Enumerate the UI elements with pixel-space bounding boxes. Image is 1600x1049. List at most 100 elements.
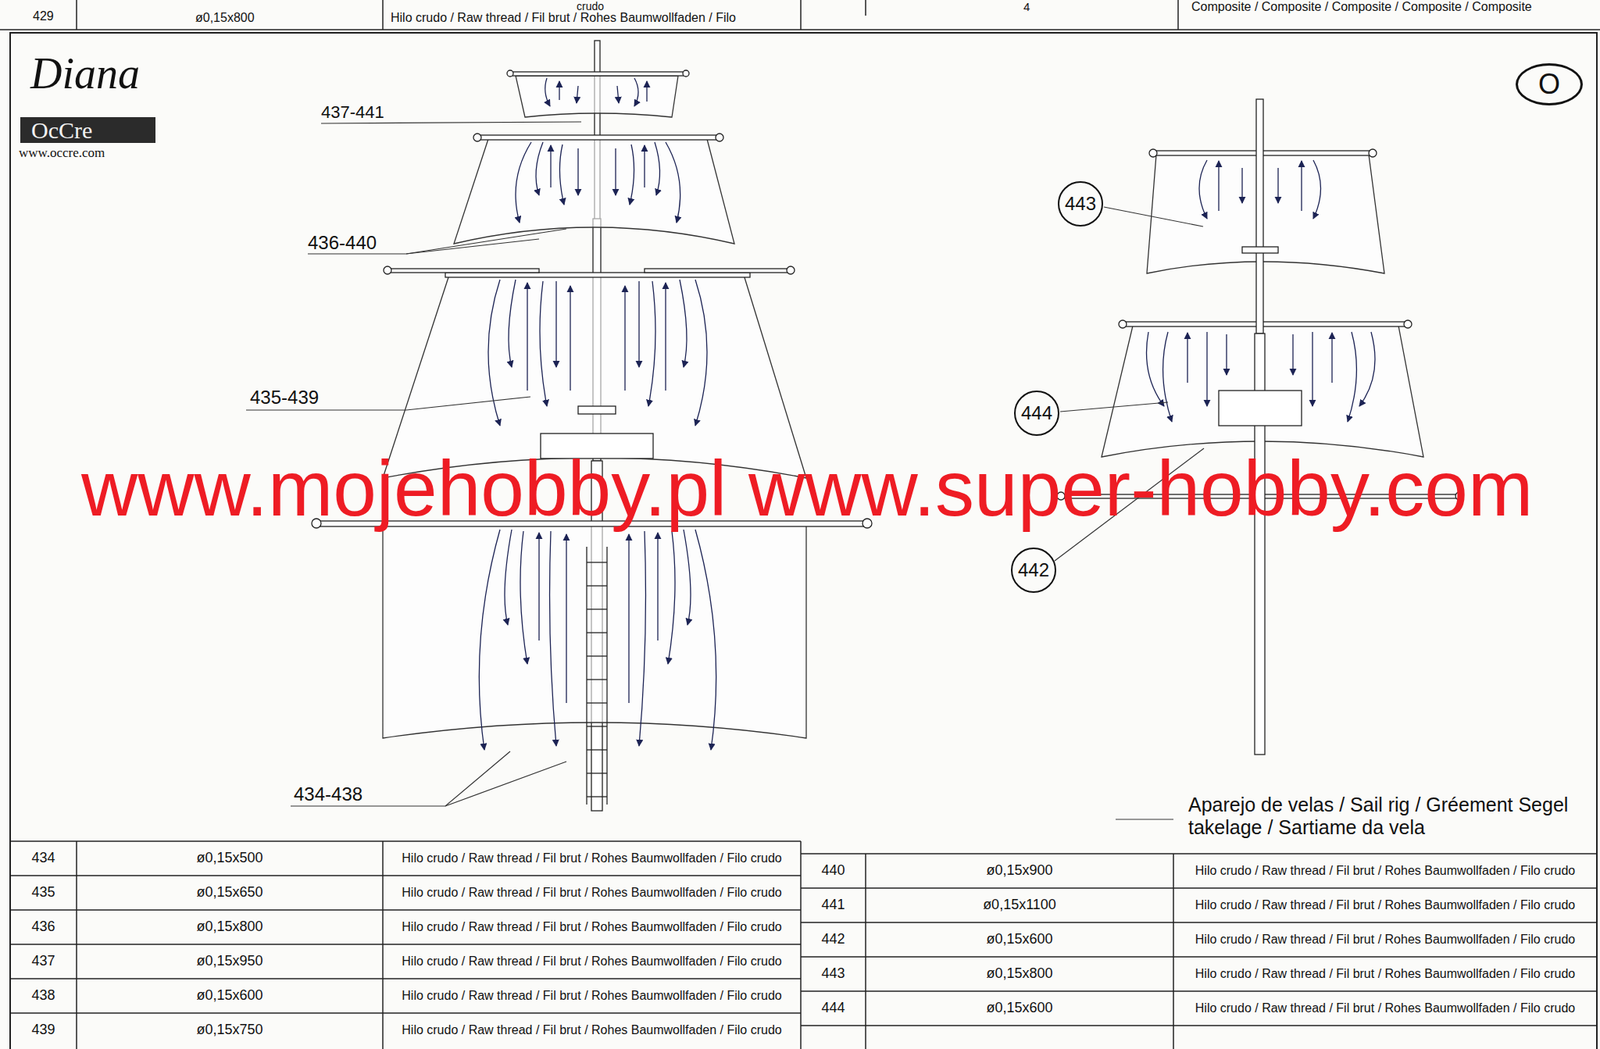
sail-rig-line [550, 145, 551, 188]
table-cell: ø0,15x750 [76, 1013, 383, 1048]
sail-rig-line [1146, 332, 1165, 407]
sail-rig-line [565, 534, 567, 704]
callout-number: 444 [1021, 402, 1053, 425]
sail-rig-line [535, 142, 543, 196]
page-mark-oval: O [1515, 63, 1583, 106]
table-cell: ø0,15x600 [865, 991, 1174, 1026]
table-grid [800, 0, 802, 30]
sail-rig-line [1359, 332, 1375, 407]
sail-rig-line [657, 532, 658, 641]
leader-line [290, 751, 511, 807]
sail-outline [515, 75, 679, 118]
sail-rig-line [624, 285, 625, 391]
callout-number: O [1538, 67, 1561, 101]
sail-rig-line [1331, 332, 1333, 383]
sail-rig-line [695, 279, 708, 426]
yard-arm [1218, 390, 1302, 426]
table-grid [75, 841, 78, 1049]
sail-rig-line [1217, 160, 1219, 211]
sail-outline [453, 139, 735, 244]
table-grid [800, 990, 1597, 993]
table-cell: 429 [32, 9, 54, 24]
table-cell: Hilo crudo / Raw thread / Fil brut / Roh… [1173, 957, 1597, 992]
yard-arm [311, 70, 1464, 755]
table-cell: 438 [10, 978, 77, 1014]
table-cell: Hilo crudo / Raw thread / Fil brut / Roh… [382, 910, 801, 945]
table-grid [800, 956, 1597, 958]
sail-rig-line [1206, 332, 1208, 407]
callout-circle: 442 [1010, 547, 1057, 593]
table-grid [800, 887, 1597, 890]
table-cell: 442 [800, 922, 866, 958]
sail-rig-line [488, 279, 500, 426]
table-grid [75, 0, 78, 30]
sail-rig-line [1292, 334, 1293, 375]
sail-rig-line [538, 532, 540, 641]
table-cell: 444 [800, 991, 866, 1026]
table-grid [10, 909, 801, 911]
sail-rig-line [629, 144, 635, 205]
ladder [586, 585, 608, 586]
sail-rig-line [1186, 332, 1188, 383]
table-cell: 441 [800, 888, 866, 923]
table-cell: Hilo crudo / Raw thread / Fil brut / Roh… [382, 978, 801, 1014]
table-cell: 437 [10, 944, 77, 979]
ladder [586, 678, 608, 680]
yard-arm [1122, 321, 1408, 327]
yard-arm [383, 266, 392, 275]
ladder [586, 546, 608, 805]
table-cell: Hilo crudo / Raw thread / Fil brut / Roh… [382, 1013, 801, 1048]
table-cell: ø0,15x1100 [865, 888, 1174, 923]
legend-text: Aparejo de velas / Sail rig / Gréement S… [1188, 793, 1595, 840]
sail-rig-line [648, 281, 656, 407]
table-cell: Hilo crudo / Raw thread / Fil brut / Roh… [1173, 991, 1597, 1026]
table-cell: Hilo crudo / Raw thread / Fil brut / Roh… [1173, 922, 1597, 958]
table-cell: ø0,15x500 [76, 841, 383, 876]
sail-rig-line [569, 285, 571, 391]
yard-arm [1149, 149, 1158, 158]
table-cell: ø0,15x800 [76, 910, 383, 945]
sail-rig-line [646, 81, 647, 102]
sail-rig-line [1163, 332, 1172, 422]
yard-arm [510, 71, 686, 76]
ladder [586, 655, 608, 657]
sail-rig-line [667, 531, 675, 665]
yard-arm [682, 70, 690, 77]
leader-line [321, 121, 582, 124]
yard-arm [477, 135, 720, 140]
table-cell: Hilo crudo / Raw thread / Fil brut / Roh… [382, 875, 801, 911]
sail-rig-line [478, 78, 1375, 750]
website-url: www.occre.com [18, 145, 105, 161]
table-cell: 4 [1023, 0, 1030, 14]
callout-number: 436-440 [307, 232, 377, 254]
sail-rig-line [515, 142, 532, 223]
sail-rig-line [614, 148, 616, 196]
sail-rig-line [555, 281, 557, 368]
table-cell: 443 [800, 957, 866, 992]
sail-rig-line [695, 529, 717, 750]
table-cell: ø0,15x800 [865, 957, 1174, 992]
table-cell: ø0,15x650 [76, 875, 383, 911]
sail-rig-line [643, 145, 645, 188]
ladder [586, 632, 608, 633]
sail-rig-line [526, 282, 528, 391]
table-grid [10, 840, 801, 843]
ladder [586, 725, 608, 727]
table-grid [382, 841, 384, 1049]
table-cell: Hilo crudo / Raw thread / Fil brut / Roh… [382, 841, 801, 876]
sail-rig-line [1300, 160, 1302, 211]
sail-rig-line [628, 534, 629, 704]
sail-rig-line [577, 148, 579, 196]
leader-line [1103, 207, 1204, 227]
sail-rig-line [679, 279, 687, 368]
sail-rig-line [576, 85, 579, 104]
sail-rig-line [504, 529, 512, 625]
yard-arm [1256, 99, 1264, 334]
yard-arm [507, 70, 514, 77]
table-grid [800, 853, 1597, 855]
table-grid [10, 978, 801, 980]
table-cell: 439 [10, 1013, 77, 1048]
yard-arm [715, 133, 724, 142]
watermark: www.mojehobby.pl www.super-hobby.com [81, 449, 1533, 528]
